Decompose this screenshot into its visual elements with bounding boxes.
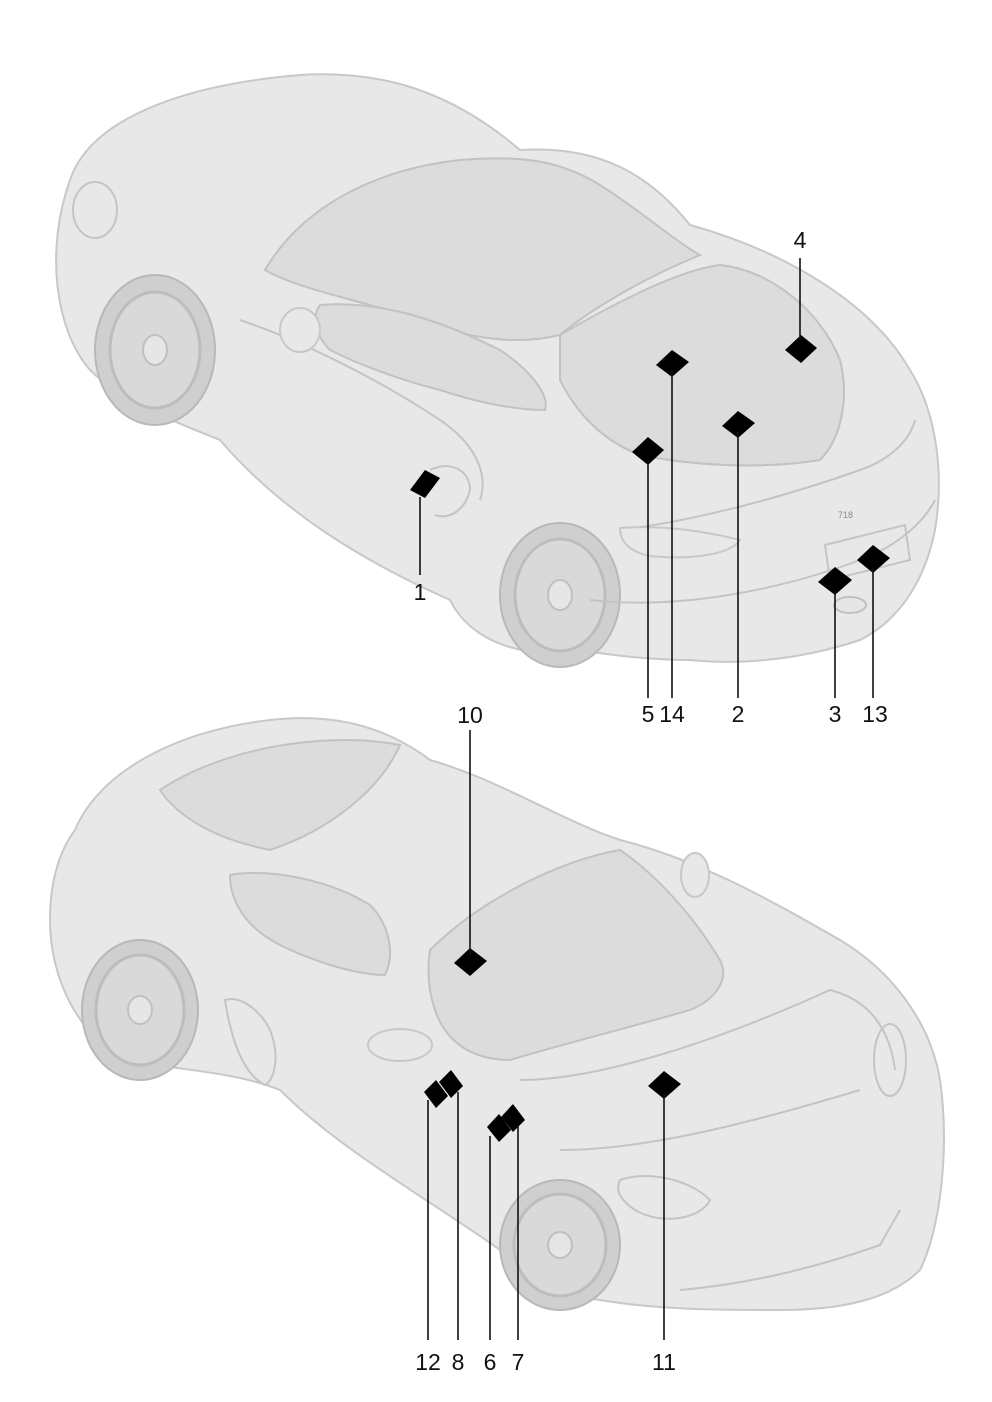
callout-2: 2 bbox=[732, 701, 745, 727]
side-intake-rear-view bbox=[429, 465, 472, 518]
side-window-rear-view bbox=[314, 303, 547, 412]
callout-8: 8 bbox=[452, 1349, 465, 1375]
callouts-front-view: 6 7 8 10 11 12 bbox=[415, 702, 676, 1375]
callout-7: 7 bbox=[512, 1349, 525, 1375]
side-intake-front-view bbox=[223, 998, 277, 1087]
marker-5 bbox=[632, 437, 664, 465]
marker-10 bbox=[454, 948, 487, 976]
markers-front-view bbox=[424, 948, 681, 1142]
mirror-rear-view bbox=[279, 307, 321, 353]
callout-6: 6 bbox=[484, 1349, 497, 1375]
front-headlight-rear-view bbox=[72, 181, 118, 239]
model-badge: 718 bbox=[838, 510, 853, 520]
license-plate-area bbox=[823, 523, 912, 582]
marker-3 bbox=[818, 567, 852, 595]
callout-10: 10 bbox=[457, 702, 483, 728]
callout-14: 14 bbox=[659, 701, 685, 727]
headlight-right bbox=[873, 1023, 907, 1097]
callouts-rear-view: 1 2 3 4 5 13 14 bbox=[414, 227, 888, 727]
side-window-front-view bbox=[228, 872, 391, 977]
callout-5: 5 bbox=[642, 701, 655, 727]
marker-7 bbox=[501, 1104, 525, 1132]
tail-light bbox=[618, 526, 742, 559]
marker-13 bbox=[857, 545, 890, 573]
marker-6 bbox=[487, 1114, 511, 1142]
windshield-front-view bbox=[427, 848, 725, 1062]
tail-light-band bbox=[619, 419, 916, 531]
leaders-rear-view bbox=[419, 258, 874, 698]
marker-12 bbox=[424, 1080, 448, 1108]
marker-2 bbox=[722, 411, 755, 438]
marker-11 bbox=[648, 1071, 681, 1099]
car-front-view bbox=[48, 717, 945, 1312]
leaders-front-view bbox=[427, 730, 665, 1340]
callout-11: 11 bbox=[652, 1349, 676, 1375]
marker-4 bbox=[785, 335, 817, 363]
hood-center bbox=[559, 1089, 861, 1151]
callout-13: 13 bbox=[862, 701, 888, 727]
marker-14 bbox=[656, 350, 689, 377]
mirror-right-front-view bbox=[680, 852, 710, 898]
callout-1: 1 bbox=[414, 579, 427, 605]
callout-3: 3 bbox=[829, 701, 842, 727]
exhaust bbox=[833, 596, 867, 614]
marker-8 bbox=[439, 1070, 463, 1098]
headlight-left bbox=[617, 1175, 712, 1220]
roof-front-view bbox=[158, 739, 402, 852]
hood-line bbox=[519, 988, 896, 1081]
mirror-front-view bbox=[367, 1028, 433, 1062]
marker-1 bbox=[410, 470, 440, 498]
callout-4: 4 bbox=[794, 227, 807, 253]
callout-12: 12 bbox=[415, 1349, 441, 1375]
car-rear-view: 718 bbox=[55, 73, 940, 668]
rear-bumper bbox=[589, 499, 936, 604]
markers-rear-view bbox=[410, 335, 890, 595]
front-intake bbox=[679, 1209, 901, 1291]
